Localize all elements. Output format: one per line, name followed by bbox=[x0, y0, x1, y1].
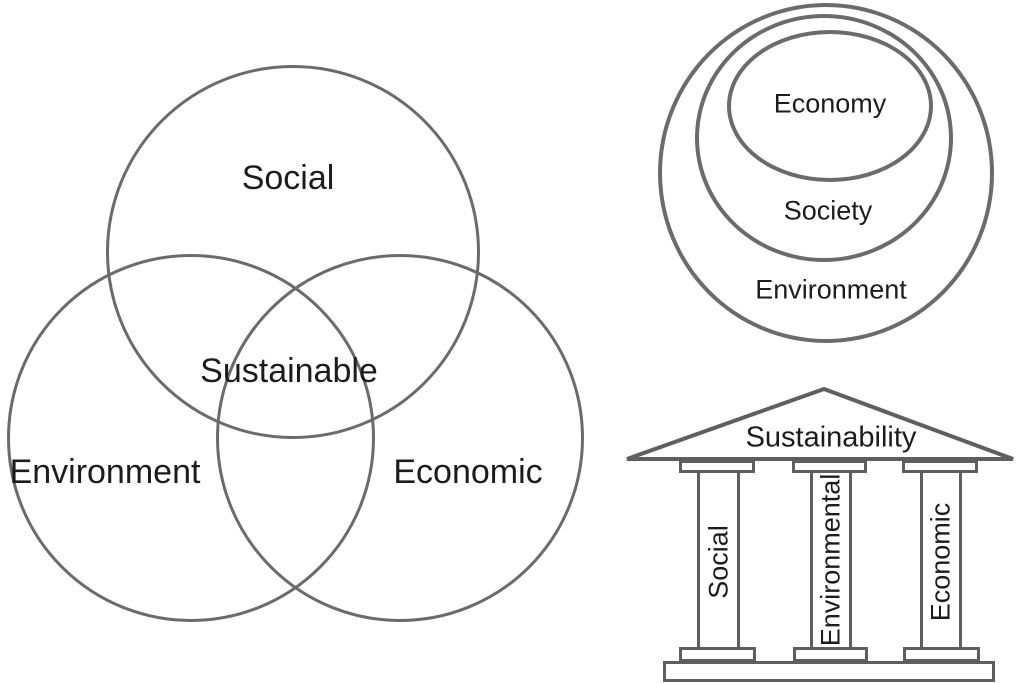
nested-label-economy: Economy bbox=[773, 88, 887, 119]
pillar-capital-economic bbox=[902, 460, 978, 473]
venn-label-economic: Economic bbox=[393, 453, 543, 491]
pillar-shaft-economic bbox=[920, 470, 962, 650]
pillar-label-environmental: Environmental bbox=[815, 473, 846, 647]
temple-foundation bbox=[663, 661, 995, 682]
nested-label-society: Society bbox=[783, 195, 873, 226]
pillar-shaft-environmental bbox=[810, 470, 852, 650]
venn-label-environment: Environment bbox=[9, 453, 201, 491]
pillar-capital-social bbox=[679, 460, 755, 473]
pillar-base-economic bbox=[903, 647, 980, 662]
pediment-triangle bbox=[626, 386, 1014, 461]
pillar-label-economic: Economic bbox=[925, 502, 956, 622]
nested-label-environment: Environment bbox=[755, 274, 907, 305]
temple-roof-label: Sustainability bbox=[745, 421, 917, 454]
pillar-base-environmental bbox=[793, 647, 868, 662]
nested-ring-society bbox=[695, 14, 953, 262]
venn-label-sustainable: Sustainable bbox=[200, 352, 378, 390]
pillar-label-social: Social bbox=[703, 525, 734, 599]
pillar-base-social bbox=[679, 647, 756, 662]
venn-circle-economic bbox=[216, 254, 584, 622]
nested-ring-economy bbox=[727, 30, 933, 182]
pillar-capital-environmental bbox=[792, 460, 867, 473]
nested-ring-environment bbox=[658, 3, 994, 343]
venn-label-social: Social bbox=[241, 159, 335, 197]
